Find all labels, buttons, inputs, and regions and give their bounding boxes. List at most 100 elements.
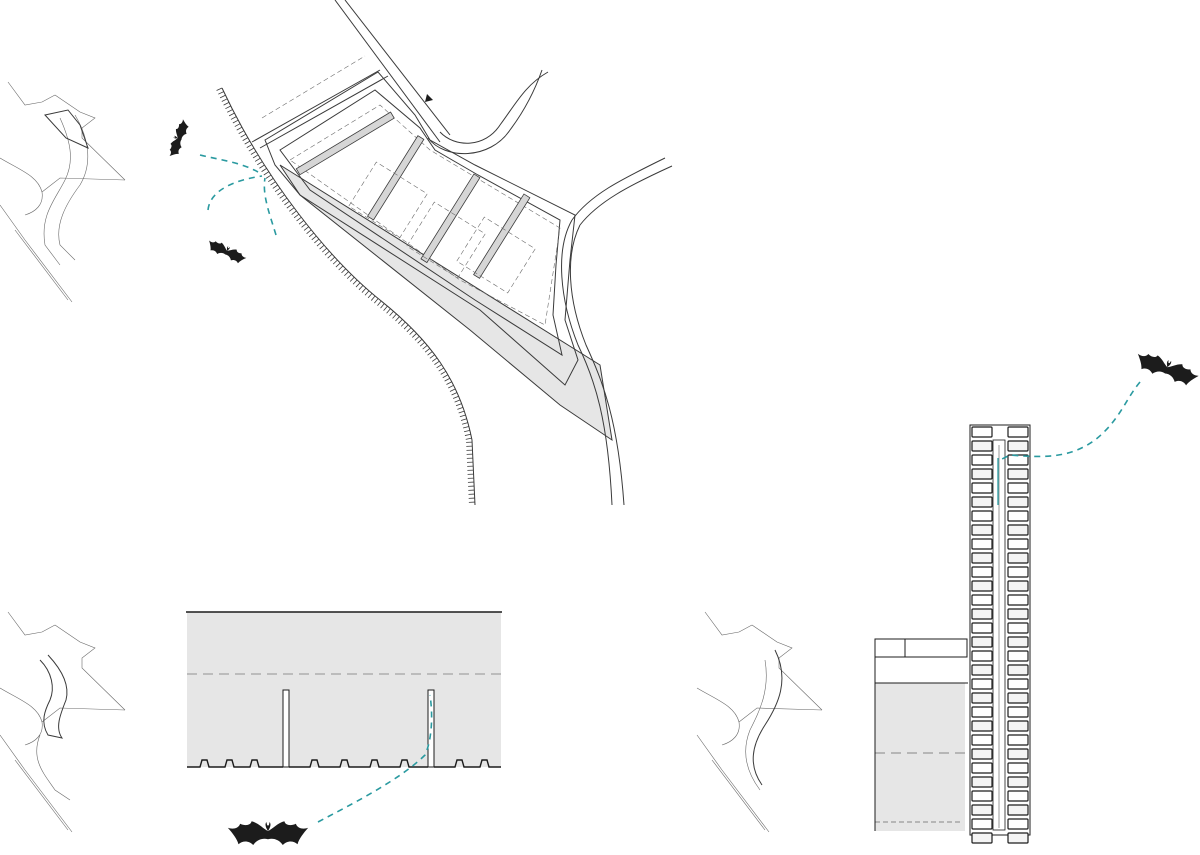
- coping: [874, 638, 968, 658]
- hatch-tick: [234, 123, 241, 127]
- hatch-tick: [244, 140, 251, 145]
- brick: [1007, 776, 1029, 788]
- brick: [971, 818, 993, 830]
- brick: [971, 678, 993, 690]
- brick: [1007, 692, 1029, 704]
- bat-icon: [227, 821, 309, 846]
- hatch-tick: [344, 271, 349, 277]
- hatch-tick: [454, 399, 461, 403]
- roost-slot: [282, 689, 290, 768]
- hatch-tick: [230, 116, 237, 120]
- hatch-tick: [303, 226, 309, 231]
- brick: [1007, 524, 1029, 536]
- hatch-tick: [250, 151, 257, 155]
- hatch-tick: [449, 388, 456, 392]
- brick: [1007, 622, 1029, 634]
- hatch-tick: [330, 256, 336, 262]
- brick: [971, 454, 993, 466]
- brick: [971, 608, 993, 620]
- hatch-tick: [306, 229, 312, 234]
- hatch-tick: [274, 187, 281, 193]
- road-edge-lower: [571, 157, 666, 221]
- hatch-tick: [419, 341, 425, 347]
- hatch-tick: [346, 274, 352, 279]
- brick: [1007, 706, 1029, 718]
- location-key-section: [696, 611, 823, 833]
- roost-slot: [427, 689, 435, 768]
- hatch-tick: [277, 191, 283, 196]
- brick: [1007, 496, 1029, 508]
- hatch-tick: [327, 253, 333, 259]
- brick: [971, 776, 993, 788]
- road-edge-upper: [427, 69, 543, 155]
- hatch-tick: [440, 370, 447, 375]
- hatch-tick: [442, 374, 449, 379]
- north-marker: [425, 94, 433, 102]
- roost-zone: [406, 201, 486, 279]
- hatch-tick: [223, 102, 230, 106]
- brick: [971, 706, 993, 718]
- hatch-tick: [444, 377, 451, 382]
- brick: [971, 538, 993, 550]
- brick: [971, 720, 993, 732]
- brick: [971, 804, 993, 816]
- side-elevation-view: [186, 611, 502, 823]
- hatch-tick: [279, 194, 285, 199]
- hatch-tick: [238, 130, 245, 134]
- hatch-tick: [284, 201, 290, 206]
- hatch-tick: [242, 137, 249, 141]
- hatch-tick: [431, 357, 438, 362]
- hatch-tick: [459, 414, 466, 418]
- brick: [971, 748, 993, 760]
- hatch-tick: [263, 171, 270, 176]
- hatch-tick: [286, 204, 292, 209]
- roost-slot: [420, 173, 481, 264]
- brick: [971, 650, 993, 662]
- hatch-tick: [236, 126, 243, 131]
- hatch-tick: [424, 348, 431, 353]
- brick: [1007, 426, 1029, 438]
- brick: [1007, 482, 1029, 494]
- brick: [1007, 538, 1029, 550]
- bat-flight-path: [999, 381, 1141, 461]
- hatch-tick: [429, 354, 435, 359]
- hatch-tick: [455, 403, 462, 407]
- brick: [1007, 818, 1029, 830]
- brick: [971, 524, 993, 536]
- hatch-tick: [465, 437, 472, 440]
- hatch-tick: [293, 213, 300, 219]
- hatch-tick: [392, 313, 397, 319]
- brick: [971, 552, 993, 564]
- hatch-tick: [406, 327, 412, 333]
- hatch-tick: [370, 295, 376, 301]
- hatch-tick: [335, 262, 341, 268]
- hatch-tick: [257, 161, 263, 166]
- wall-section-view: [874, 381, 1141, 844]
- hatch-tick: [219, 94, 226, 99]
- brick: [1007, 566, 1029, 578]
- hatch-tick: [377, 300, 382, 306]
- hatch-tick: [355, 282, 361, 288]
- ground-fill: [875, 683, 965, 831]
- brick: [1007, 580, 1029, 592]
- bat-flight-path: [263, 177, 277, 236]
- hatch-tick: [460, 418, 467, 421]
- roost-zone: [348, 161, 428, 239]
- hatch-tick: [240, 133, 247, 138]
- hatch-tick: [352, 279, 358, 285]
- brick: [1007, 804, 1029, 816]
- hatch-tick: [316, 241, 322, 247]
- hatch-tick: [332, 259, 338, 265]
- hatch-tick: [361, 287, 367, 293]
- hatch-tick: [228, 112, 235, 117]
- bat-icon: [205, 237, 248, 266]
- hatch-tick: [308, 232, 315, 238]
- hatch-tick: [252, 154, 259, 159]
- hatch-tick: [462, 426, 470, 429]
- hatch-tick: [400, 321, 406, 327]
- hatch-tick: [246, 144, 253, 148]
- brick: [1007, 552, 1029, 564]
- brick: [1007, 650, 1029, 662]
- brick: [1007, 636, 1029, 648]
- hatch-tick: [338, 265, 344, 271]
